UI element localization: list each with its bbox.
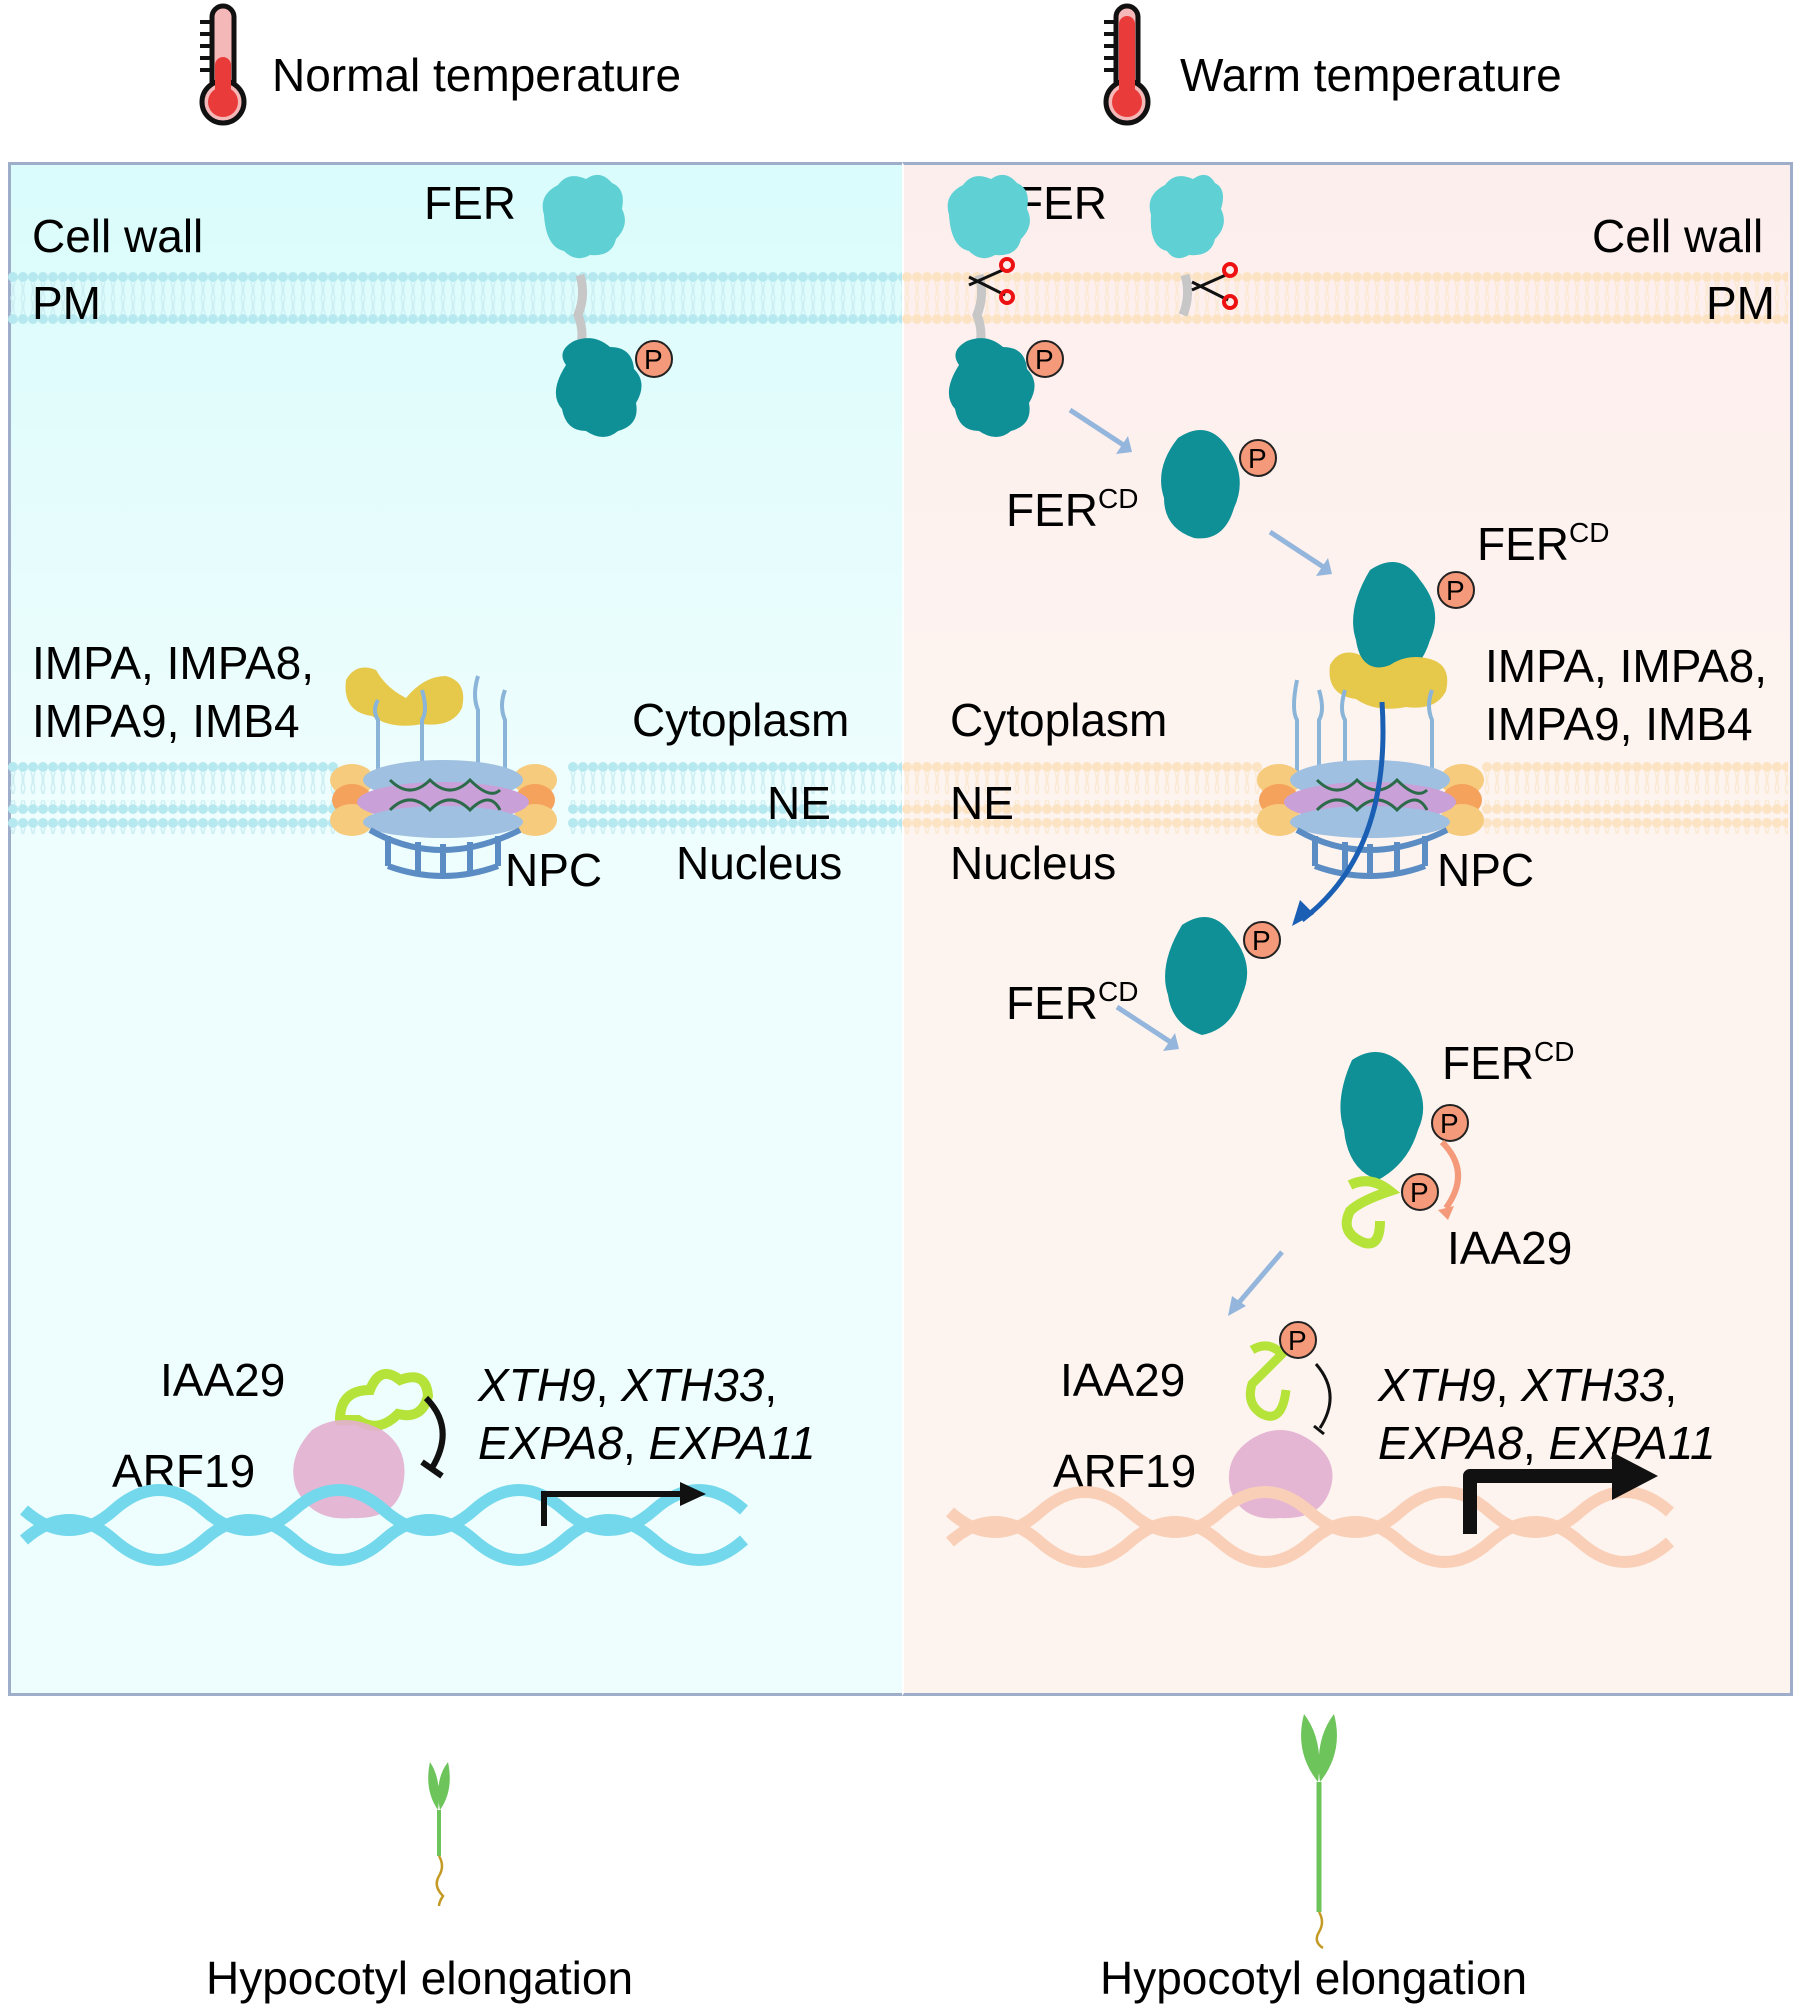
- target-genes-line2-warm: EXPA8, EXPA11: [1378, 1417, 1716, 1469]
- target-genes-line1-warm: XTH9, XTH33,: [1378, 1359, 1678, 1411]
- cytoplasm-label: Cytoplasm: [632, 694, 850, 746]
- phosphate-label: P: [1440, 1108, 1459, 1139]
- fer-label: FER: [424, 177, 516, 229]
- fer-cd-label: FERCD: [1477, 517, 1610, 570]
- fer-cd-label: FERCD: [1006, 976, 1139, 1029]
- scissors-icon: [968, 257, 1015, 305]
- phosphate-icon: [1431, 1104, 1469, 1142]
- phosphate-label: P: [1248, 443, 1267, 474]
- cytoplasm-label: Cytoplasm: [950, 694, 1168, 746]
- nuclear-pore-complex: [330, 675, 557, 879]
- thermometer-icon: [1103, 3, 1151, 126]
- transcription-start-arrow-weak: [541, 1482, 706, 1526]
- importins-label-line2: IMPA9, IMB4: [32, 695, 300, 747]
- npc-label: NPC: [1437, 844, 1535, 896]
- fer-cd-protein: [1161, 430, 1240, 539]
- phosphate-icon: [1239, 439, 1277, 477]
- nuclear-envelope-normal: [8, 760, 902, 834]
- importins-label-line1: IMPA, IMPA8,: [32, 637, 315, 689]
- importin-complex: [1329, 652, 1448, 709]
- phosphate-icon: [1279, 1321, 1317, 1359]
- ne-label: NE: [767, 777, 831, 829]
- transcription-start-arrow-strong: [1463, 1452, 1658, 1534]
- phosphorylation-arrow: [1438, 1139, 1462, 1220]
- arf19-label: ARF19: [112, 1445, 256, 1497]
- phosphate-icon: [1401, 1173, 1439, 1211]
- iaa29-label: IAA29: [1060, 1354, 1186, 1406]
- cell-wall-label: Cell wall: [1592, 210, 1764, 262]
- release-arrow: [1228, 1250, 1284, 1316]
- fer-cd-label: FERCD: [1442, 1036, 1575, 1089]
- nuclear-envelope-warm: [902, 760, 1788, 834]
- npc-label: NPC: [505, 844, 603, 896]
- cell-wall-label: Cell wall: [32, 210, 204, 262]
- fer-cd-protein: [1165, 917, 1248, 1035]
- outcome-label-warm: Hypocotyl elongation: [1100, 1952, 1528, 2004]
- fer-receptor: [542, 174, 642, 437]
- nuclear-import-arrow: [1292, 701, 1386, 926]
- iaa29-protein: [1341, 1176, 1401, 1249]
- plasma-membrane-warm: [902, 270, 1788, 326]
- iaa29-protein: [1245, 1341, 1291, 1421]
- phosphate-icon: [1437, 571, 1475, 609]
- fer-receptor-cleaved: [947, 174, 1035, 437]
- phosphate-label: P: [644, 344, 663, 375]
- iaa29-protein: [334, 1368, 434, 1431]
- fer-cd-protein: [1340, 1052, 1424, 1180]
- plasma-membrane-normal: [8, 270, 902, 326]
- warm-temperature-label: Warm temperature: [1180, 49, 1562, 101]
- transport-arrow: [1268, 529, 1332, 576]
- seedling-tall-icon: [1301, 1714, 1337, 1950]
- phosphate-label: P: [1288, 1325, 1307, 1356]
- weak-repression-arrow: [1313, 1363, 1332, 1436]
- cleavage-arrow: [1068, 407, 1132, 454]
- ne-label: NE: [950, 777, 1014, 829]
- target-genes-line1-normal: XTH9, XTH33,: [478, 1359, 778, 1411]
- target-genes-line2-normal: EXPA8, EXPA11: [478, 1417, 816, 1469]
- nucleus-label: Nucleus: [676, 837, 843, 889]
- repression-arrow: [420, 1395, 446, 1479]
- fer-cd-label: FERCD: [1006, 483, 1139, 536]
- phosphate-icon: [1243, 921, 1281, 959]
- warm-temperature-panel: [902, 162, 1793, 1696]
- dna-helix-normal: [20, 1484, 748, 1566]
- dna-helix-warm: [946, 1486, 1674, 1568]
- nucleus-label: Nucleus: [950, 837, 1117, 889]
- fer-ectodomain-remnant: [1149, 174, 1224, 317]
- fer-label: FER: [1015, 177, 1107, 229]
- outcome-label-normal: Hypocotyl elongation: [206, 1952, 634, 2004]
- importins-label-line1: IMPA, IMPA8,: [1485, 640, 1768, 692]
- fer-cd-protein: [1353, 562, 1436, 680]
- seedling-short-icon: [428, 1762, 450, 1907]
- pm-label: PM: [32, 277, 101, 329]
- scissors-icon: [1191, 262, 1238, 310]
- phosphate-label: P: [1035, 344, 1054, 375]
- arf19-label: ARF19: [1053, 1445, 1197, 1497]
- thermometer-icon: [199, 3, 247, 126]
- pm-label: PM: [1706, 277, 1775, 329]
- importins-label-line2: IMPA9, IMB4: [1485, 698, 1753, 750]
- phosphate-label: P: [1446, 575, 1465, 606]
- iaa29-label: IAA29: [1447, 1222, 1573, 1274]
- normal-temperature-panel: [8, 162, 905, 1696]
- interaction-arrow: [1115, 1004, 1179, 1051]
- normal-temperature-label: Normal temperature: [272, 49, 682, 101]
- iaa29-label: IAA29: [160, 1354, 286, 1406]
- phosphate-label: P: [1252, 925, 1271, 956]
- phosphate-label: P: [1410, 1177, 1429, 1208]
- phosphate-icon: [1026, 340, 1064, 378]
- phosphate-icon: [635, 340, 673, 378]
